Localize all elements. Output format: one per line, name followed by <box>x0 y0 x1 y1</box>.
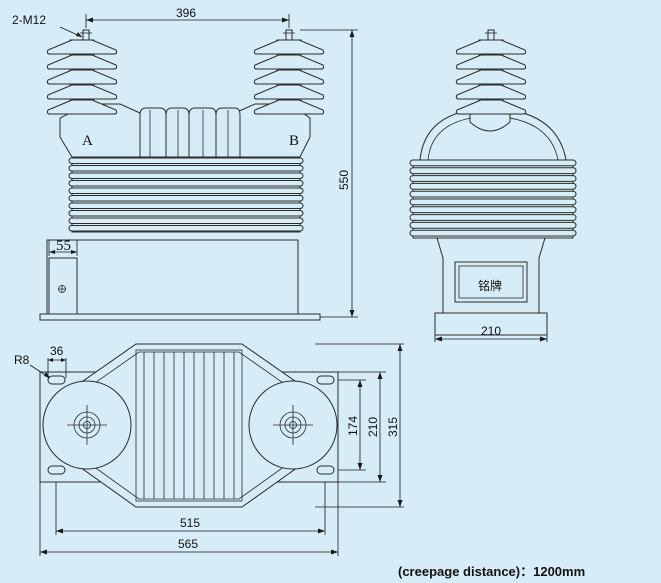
nameplate <box>454 261 528 303</box>
housing-rib <box>68 210 304 217</box>
creepage-note: (creepage distance)：1200mm <box>398 564 585 579</box>
dim-base-depth: 315 <box>386 417 400 437</box>
insulator-shed <box>46 69 118 85</box>
terminal-b-label: B <box>289 133 299 149</box>
mounting-slots <box>47 375 335 475</box>
housing-rib <box>68 187 304 194</box>
housing-rib <box>68 172 304 179</box>
housing-rib <box>68 217 304 224</box>
housing-rib <box>409 182 577 190</box>
dim-terminal-spacing: 396 <box>176 6 196 20</box>
flange-right <box>248 380 338 470</box>
insulator-shed <box>46 39 118 55</box>
insulator-shed <box>253 54 325 70</box>
insulator-shed <box>46 84 118 100</box>
terminal-a-label: A <box>82 133 93 149</box>
nameplate-label: 铭牌 <box>478 278 502 293</box>
housing-rib <box>68 180 304 187</box>
front-base-plate <box>39 313 321 321</box>
dim-hole-spacing-length: 515 <box>180 516 200 530</box>
housing-rib <box>409 206 577 214</box>
front-housing-box <box>46 239 299 315</box>
housing-rib <box>409 221 577 229</box>
dim-height: 550 <box>337 170 351 190</box>
plan-view: R8 36 174 210 315 515 <box>14 343 404 556</box>
housing-rib <box>68 157 304 164</box>
front-view: A B 2-M12 396 550 55 <box>12 6 358 321</box>
insulator-shed <box>455 99 527 115</box>
bolt-spec-label: 2-M12 <box>12 13 46 27</box>
insulator-shed <box>455 39 527 55</box>
terminal-bolt-left <box>82 29 90 41</box>
dim-side-base-width: 210 <box>481 324 501 338</box>
housing-rib <box>409 175 577 182</box>
front-ribbed-housing <box>59 103 311 233</box>
insulator-shed <box>455 84 527 100</box>
dim-hole-spacing-inner: 174 <box>346 416 360 436</box>
slot-top-left <box>47 375 66 385</box>
insulator-shed <box>455 69 527 85</box>
dim-bracket-width: 55 <box>56 238 71 254</box>
housing-rib <box>68 225 304 232</box>
corner-radius-label: R8 <box>14 353 30 367</box>
dim-hole-spacing-outer: 210 <box>366 417 380 437</box>
insulator-right <box>253 29 325 115</box>
insulator-left <box>46 29 118 115</box>
mounting-bracket <box>48 257 78 315</box>
insulator-shed <box>455 54 527 70</box>
housing-rib <box>68 202 304 209</box>
insulator-shed <box>253 69 325 85</box>
housing-rib <box>409 214 577 221</box>
terminal-bolt-right <box>285 29 293 41</box>
dim-base-length: 565 <box>178 537 198 551</box>
insulator-side <box>455 29 527 115</box>
insulator-shed <box>253 99 325 115</box>
slot-bottom-right <box>316 465 335 475</box>
dim-slot-width: 36 <box>50 344 64 358</box>
insulator-shed <box>46 54 118 70</box>
side-view: 铭牌 210 <box>409 29 577 342</box>
housing-rib <box>409 229 577 237</box>
flange-left <box>42 380 132 470</box>
insulator-shed <box>253 39 325 55</box>
insulator-shed <box>46 99 118 115</box>
housing-rib <box>409 167 577 175</box>
insulator-shed <box>253 84 325 100</box>
housing-rib <box>409 190 577 198</box>
housing-rib <box>68 195 304 202</box>
housing-rib <box>68 165 304 172</box>
housing-rib <box>409 198 577 206</box>
slot-bottom-left <box>47 465 66 475</box>
housing-rib <box>409 159 577 167</box>
slot-top-right <box>316 375 335 385</box>
